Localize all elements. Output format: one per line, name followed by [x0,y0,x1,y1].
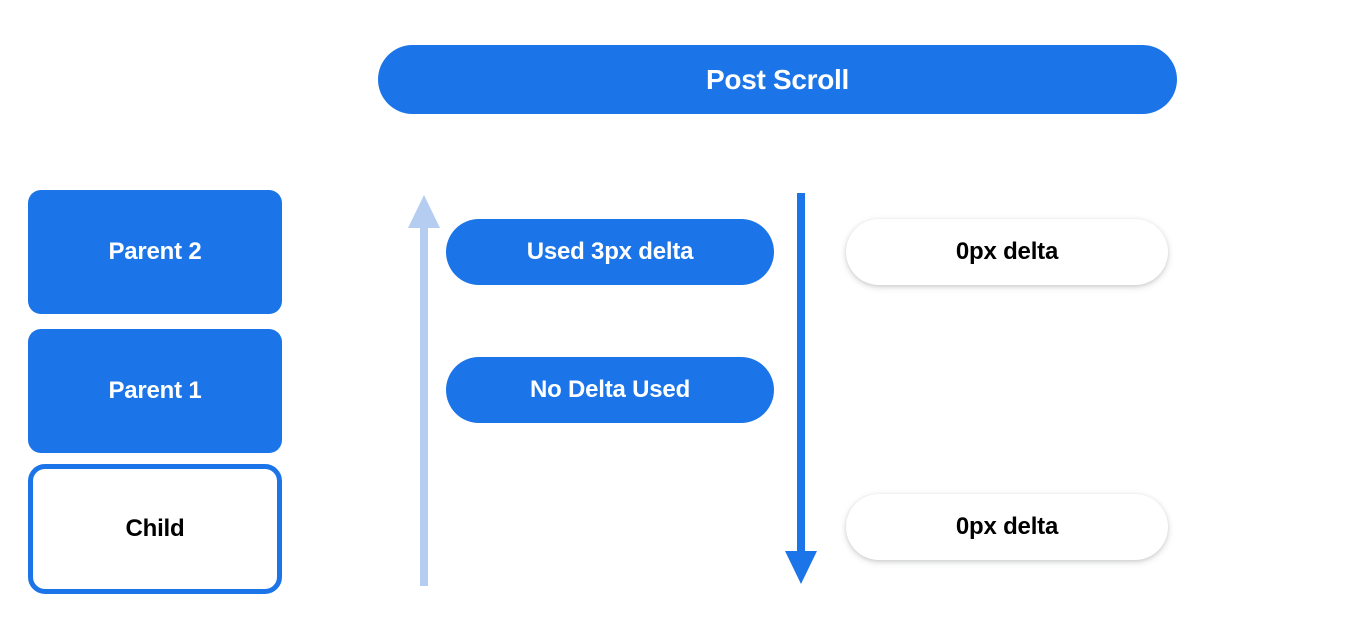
pill-zero-delta-bottom-label: 0px delta [955,513,1059,540]
node-parent-2-label: Parent 2 [108,238,202,265]
node-parent-2: Parent 2 [28,190,282,314]
pill-used-delta-label: Used 3px delta [526,238,694,265]
pill-zero-delta-top: 0px delta [846,219,1168,285]
node-parent-1: Parent 1 [28,329,282,453]
node-parent-1-label: Parent 1 [108,377,202,404]
pill-used-delta: Used 3px delta [446,219,774,285]
pill-zero-delta-bottom: 0px delta [846,494,1168,560]
node-child-label: Child [125,515,185,542]
node-stack: Parent 2 Parent 1 Child [28,190,282,594]
page-title: Post Scroll [706,63,849,95]
scroll-propagate-down-arrow [785,193,817,584]
pill-zero-delta-top-label: 0px delta [955,238,1059,265]
post-scroll-header: Post Scroll [378,45,1177,114]
pill-no-delta-used: No Delta Used [446,357,774,423]
scroll-bubble-up-arrow [408,195,440,586]
pill-no-delta-used-label: No Delta Used [529,376,691,403]
stack-divider [28,453,282,464]
node-child: Child [28,464,282,594]
stack-divider [28,314,282,329]
